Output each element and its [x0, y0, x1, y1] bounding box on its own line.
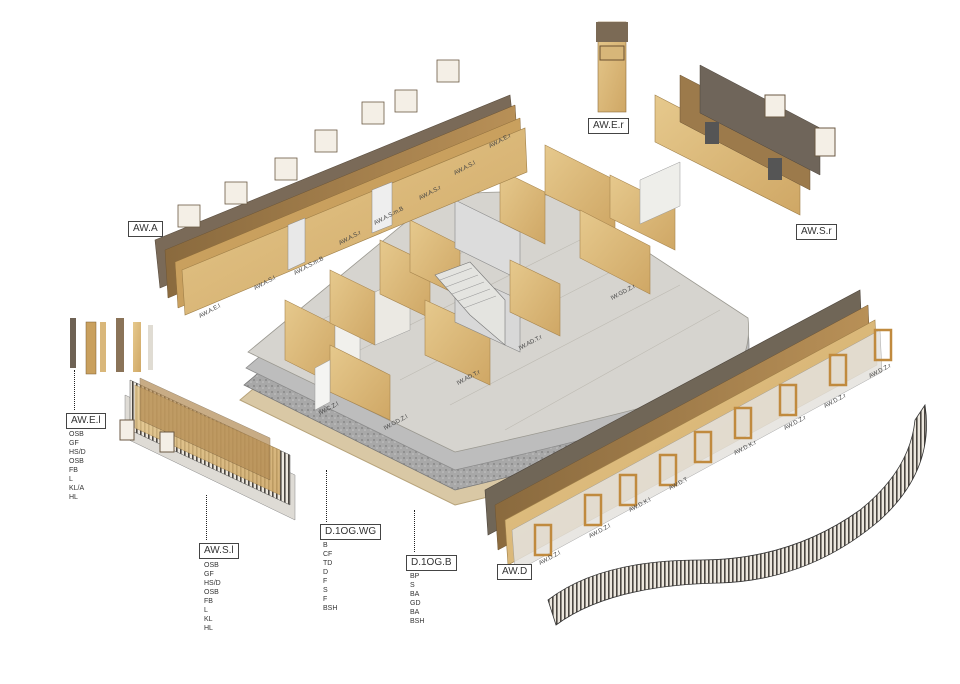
aw-d-wall-layers: AW.D.Z.lAW.D.Z.lAW.D.K.lAW.D.TAW.D.K.rAW…: [484, 289, 893, 573]
staircase-steps: [439, 267, 497, 309]
layer-code: BP: [410, 573, 420, 580]
tag-aw-a: AW.A: [128, 221, 163, 237]
tag-aw-e-l: AW.E.l: [66, 413, 106, 429]
layer-code: BA: [410, 609, 420, 616]
layer-code: L: [204, 607, 208, 614]
layer-code: D: [323, 569, 329, 576]
aw-e-r-wall-layers: [596, 21, 628, 113]
layer-code: KL/A: [69, 485, 85, 492]
tag-d-1og-wg: D.1OG.WG: [320, 524, 382, 540]
tag-aw-s-r: AW.S.r: [796, 224, 837, 240]
leader-aw-e-l: [74, 370, 75, 410]
tag-aw-s-l: AW.S.l: [199, 543, 239, 559]
layer-code: OSB: [204, 589, 219, 596]
leader-d-1og-wg: [326, 470, 327, 522]
aw-s-r-wall-layers: [654, 64, 836, 216]
layer-code: HL: [204, 625, 213, 632]
layers-aw-s-l: OSB GF HS/D OSB FB L KL HL: [204, 561, 221, 633]
layer-code: HL: [69, 494, 78, 501]
layer-code: L: [69, 476, 73, 483]
aw-a-wall-layers: AW.A.E.lAW.A.S.lAW.A.S.m.BAW.A.S.rAW.A.S…: [154, 59, 528, 320]
layer-code: F: [323, 578, 328, 585]
layer-code: S: [410, 582, 415, 589]
interior-walls: [284, 144, 681, 421]
leader-aw-s-l: [206, 495, 207, 540]
layer-code: FB: [69, 467, 78, 474]
layer-code: OSB: [204, 562, 219, 569]
layer-code: TD: [323, 560, 333, 567]
layer-code: BSH: [410, 618, 425, 625]
tag-aw-d: AW.D: [497, 564, 533, 580]
ribbed-facade-ribbon: [547, 403, 927, 626]
layer-code: B: [323, 542, 328, 549]
layers-aw-e-l: OSB GF HS/D OSB FB L KL/A HL: [69, 430, 86, 502]
layer-code: BA: [410, 591, 420, 598]
tag-d-1og-b: D.1OG.B: [406, 555, 457, 571]
layers-d-1og-b: BP S BA GD BA BSH: [410, 572, 424, 626]
layer-code: CF: [323, 551, 333, 558]
leader-d-1og-b: [414, 510, 415, 552]
layer-code: GD: [410, 600, 421, 607]
layer-code: HS/D: [204, 580, 221, 587]
layer-code: BSH: [323, 605, 338, 612]
layer-code: OSB: [69, 458, 84, 465]
aw-e-l-wall-layers: [70, 318, 153, 375]
layer-code: KL: [204, 616, 213, 623]
layer-code: HS/D: [69, 449, 86, 456]
staircase: [434, 261, 506, 346]
layer-code: F: [323, 596, 328, 603]
layer-code: GF: [204, 571, 214, 578]
tag-aw-e-r: AW.E.r: [588, 118, 629, 134]
layer-code: OSB: [69, 431, 84, 438]
layer-code: FB: [204, 598, 213, 605]
aw-s-l-wall-layers: [119, 377, 296, 521]
layer-code: GF: [69, 440, 79, 447]
layer-code: S: [323, 587, 328, 594]
